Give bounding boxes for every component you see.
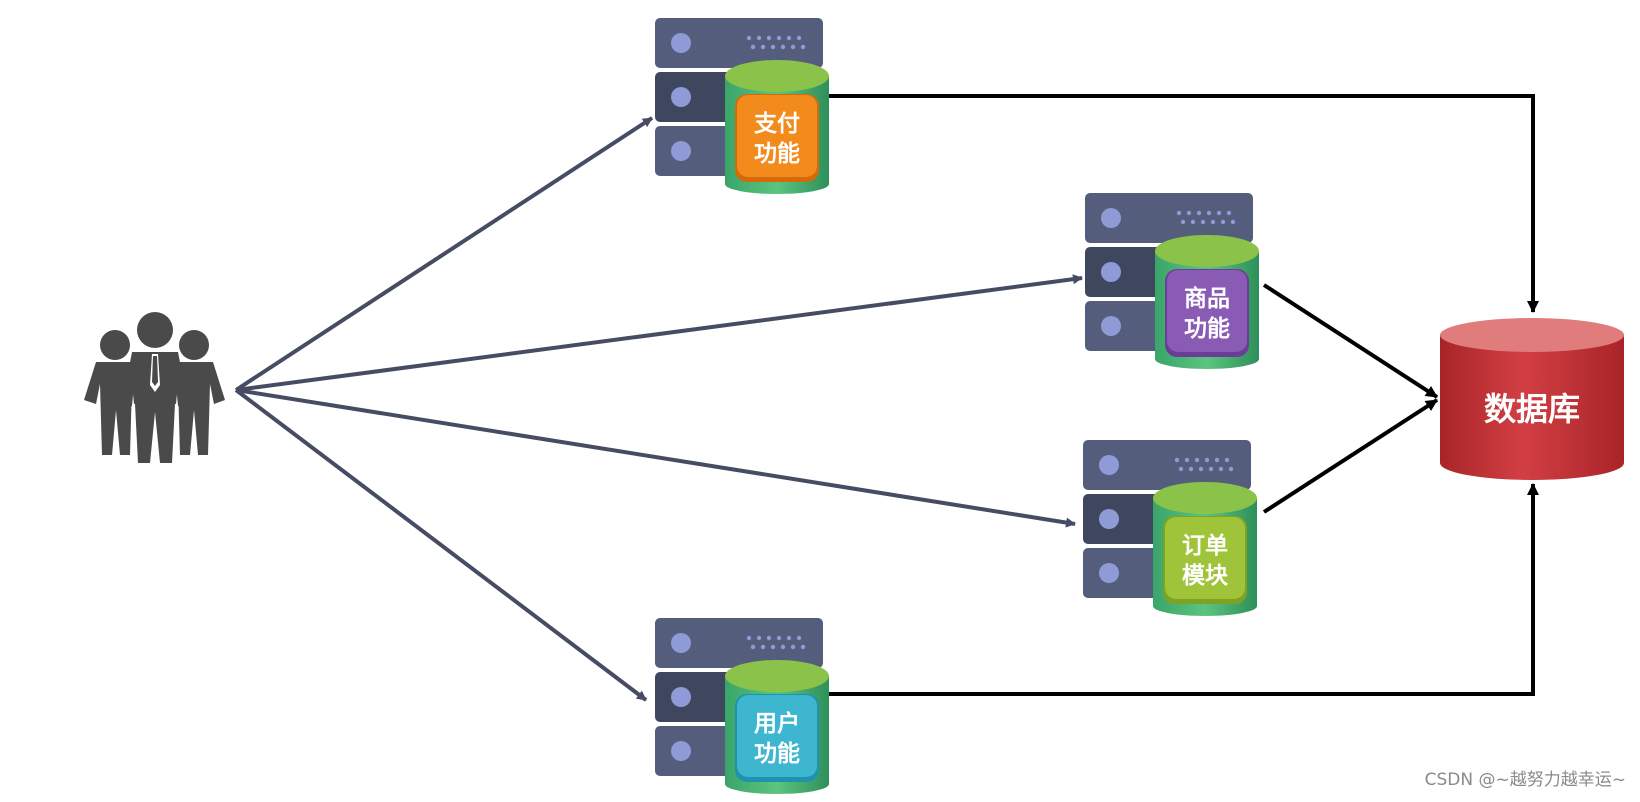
goods-to-db-arrow — [1262, 283, 1439, 399]
user-request-arrows — [234, 116, 1083, 702]
module-label-line2: 功能 — [754, 740, 800, 767]
payment-to-db-arrow — [826, 94, 1539, 313]
module-label-line2: 功能 — [1184, 315, 1230, 342]
module-label-line1: 支付 — [753, 111, 800, 137]
arrow-to-order — [235, 388, 1076, 528]
module-label-line1: 用户 — [754, 710, 800, 737]
module-label-line2: 模块 — [1182, 563, 1228, 589]
user-to-db-arrow — [826, 483, 1539, 696]
module-label-line1: 商品 — [1184, 285, 1230, 312]
module-label-line2: 功能 — [754, 140, 800, 167]
arrow-to-user — [234, 388, 648, 702]
arrow-to-payment — [234, 116, 654, 392]
users-group-icon — [84, 312, 225, 463]
database-label: 数据库 — [1484, 390, 1580, 428]
watermark: CSDN @~越努力越幸运~ — [1424, 770, 1626, 790]
database-arrows — [826, 94, 1539, 696]
arrow-to-goods — [235, 274, 1083, 392]
module-label-line1: 订单 — [1182, 533, 1228, 559]
database-cylinder-icon: 数据库 — [1440, 318, 1624, 480]
order-to-db-arrow — [1262, 398, 1439, 514]
